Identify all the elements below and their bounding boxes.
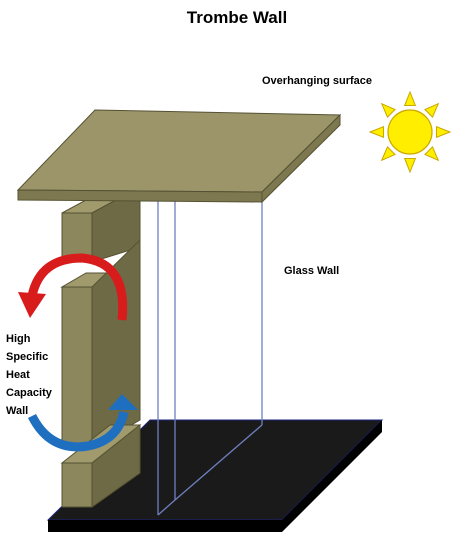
sun-ray — [380, 146, 396, 162]
overhang-label: Overhanging surface — [262, 75, 373, 87]
sun-disc — [387, 109, 433, 155]
sun-ray — [380, 102, 396, 118]
curved-arrow-down-icon — [18, 253, 128, 321]
sun-ray — [403, 157, 417, 174]
thermal-wall-label: High Specific Heat Capacity Wall — [6, 330, 52, 420]
glass-wall-label: Glass Wall — [284, 265, 340, 277]
diagram-title: Trombe Wall — [186, 8, 288, 27]
sun-ray — [403, 90, 417, 107]
wall-label-line: High — [6, 333, 31, 345]
sun-ray — [435, 125, 452, 139]
wall-label-line: Wall — [6, 405, 29, 417]
sun-ray — [368, 125, 385, 139]
sun-icon — [368, 90, 452, 174]
sun-ray — [424, 146, 440, 162]
wall-label-line: Specific — [6, 351, 49, 363]
wall-label-line: Capacity — [6, 387, 52, 399]
thermal-mass-wall — [60, 199, 142, 508]
wall-label-line: Heat — [6, 369, 30, 381]
sun-ray — [424, 102, 440, 118]
overhanging-roof — [16, 109, 342, 204]
curved-arrow-up-icon — [27, 394, 138, 452]
